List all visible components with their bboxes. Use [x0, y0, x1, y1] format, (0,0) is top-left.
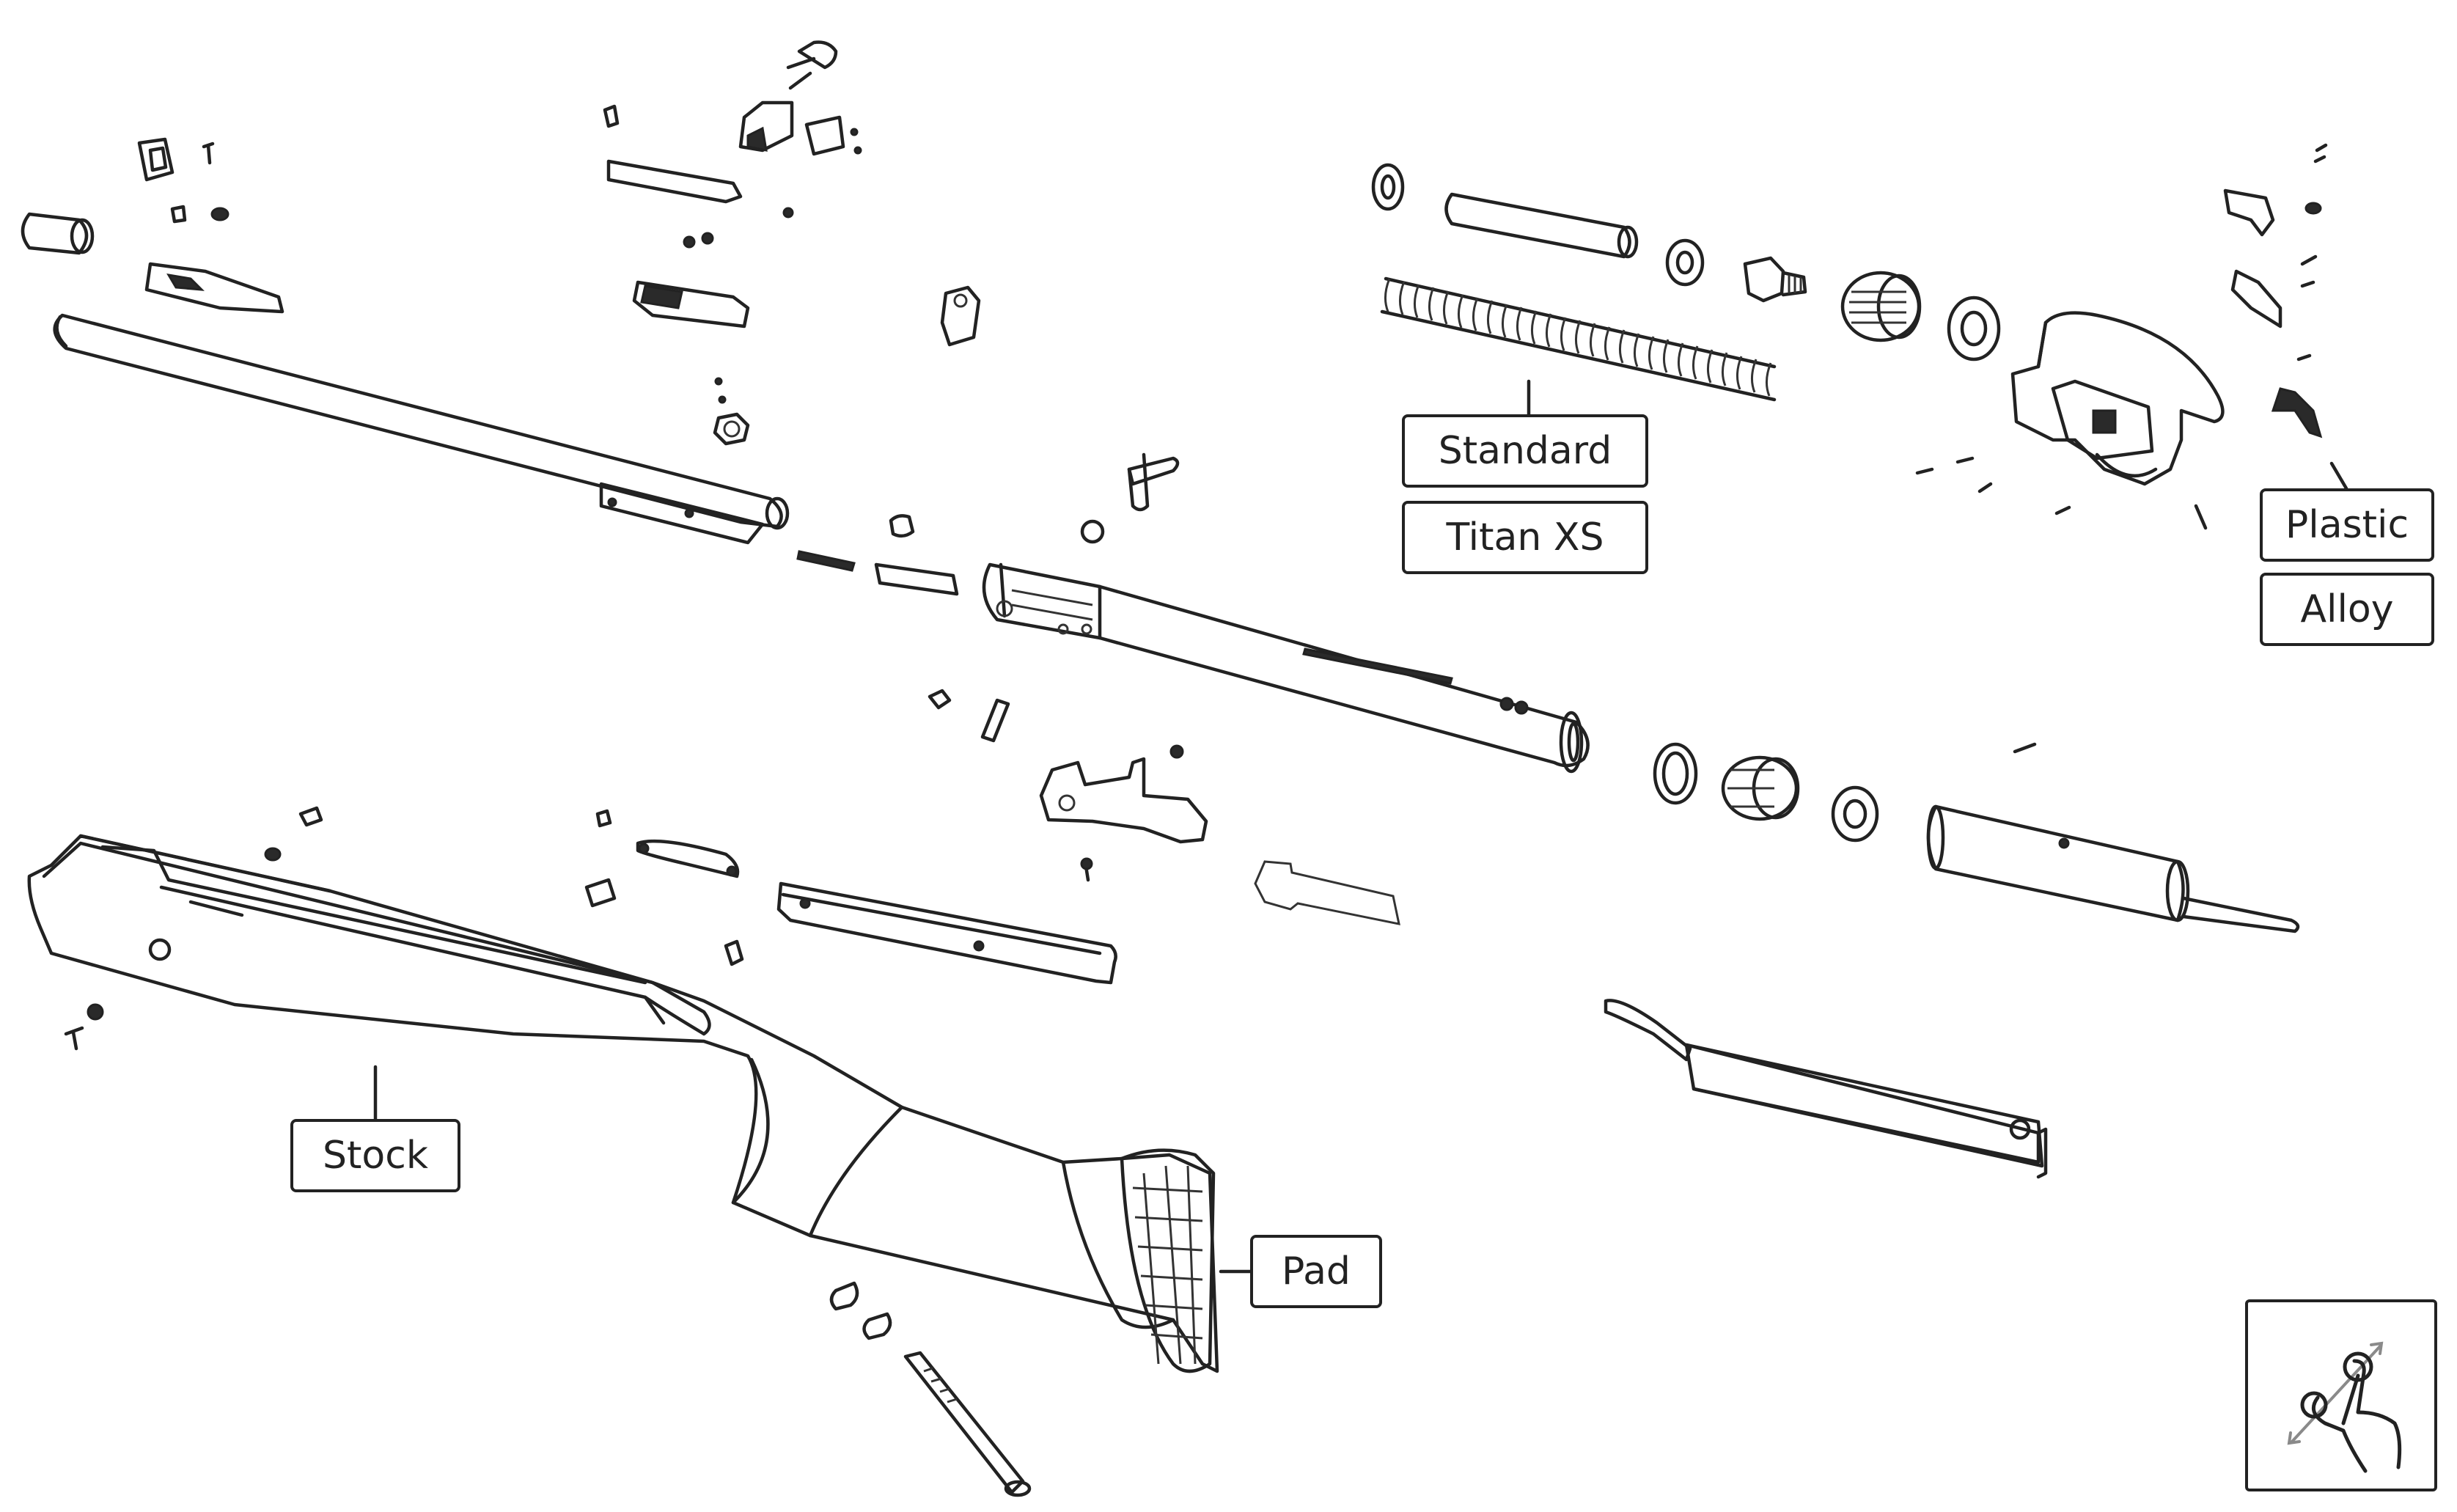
pad-label-button[interactable]: Pad: [1250, 1235, 1382, 1308]
stock-screws: [64, 806, 744, 1051]
compression-cylinder: [982, 562, 1590, 774]
pinch-zoom-gesture-icon: [2287, 1341, 2402, 1473]
spring-pin-dark: [796, 550, 856, 572]
zoom-gesture-button[interactable]: [2245, 1299, 2437, 1491]
rear-sight-parts: [137, 137, 284, 314]
stock-body: [27, 834, 1219, 1373]
piston-pin: [2013, 742, 2037, 754]
piston-body: [1926, 804, 2300, 933]
sear-outline: [1254, 860, 1400, 925]
alloy-label-button[interactable]: Alloy: [2260, 573, 2434, 646]
leader-plastic: [2329, 461, 2348, 491]
piston-head: [1721, 755, 1800, 821]
cocking-lever: [1604, 999, 2048, 1179]
washer-left: [1371, 163, 1405, 211]
spring-guide-tube: [1444, 192, 1639, 259]
butt-screws: [829, 1281, 1032, 1497]
seal-ring-upper: [1840, 271, 1922, 342]
trigger-small-parts: [1915, 143, 2328, 530]
piston-seal-ring: [1653, 742, 1698, 805]
piston-washer: [1831, 785, 1879, 843]
trigger-housing: [2010, 311, 2225, 486]
barrel-sleeve: [21, 212, 95, 255]
trigger-rail: [776, 881, 1117, 985]
standard-label-button[interactable]: Standard: [1402, 414, 1648, 488]
main-spring: [1380, 276, 1777, 402]
trigger-blade: [636, 839, 740, 878]
washer-right: [1947, 296, 2001, 362]
washer-mid: [1665, 238, 1705, 287]
titan-xs-label-button[interactable]: Titan XS: [1402, 501, 1648, 574]
trigger-guard-bracket: [1039, 744, 1208, 882]
plastic-label-button[interactable]: Plastic: [2260, 488, 2434, 562]
small-pivot-parts: [874, 452, 1180, 743]
front-sight-parts: [603, 40, 981, 446]
stock-label-button[interactable]: Stock: [290, 1119, 460, 1192]
screw-plug: [1743, 256, 1807, 303]
barrel: [53, 313, 790, 545]
butt-pad: [1120, 1148, 1216, 1373]
